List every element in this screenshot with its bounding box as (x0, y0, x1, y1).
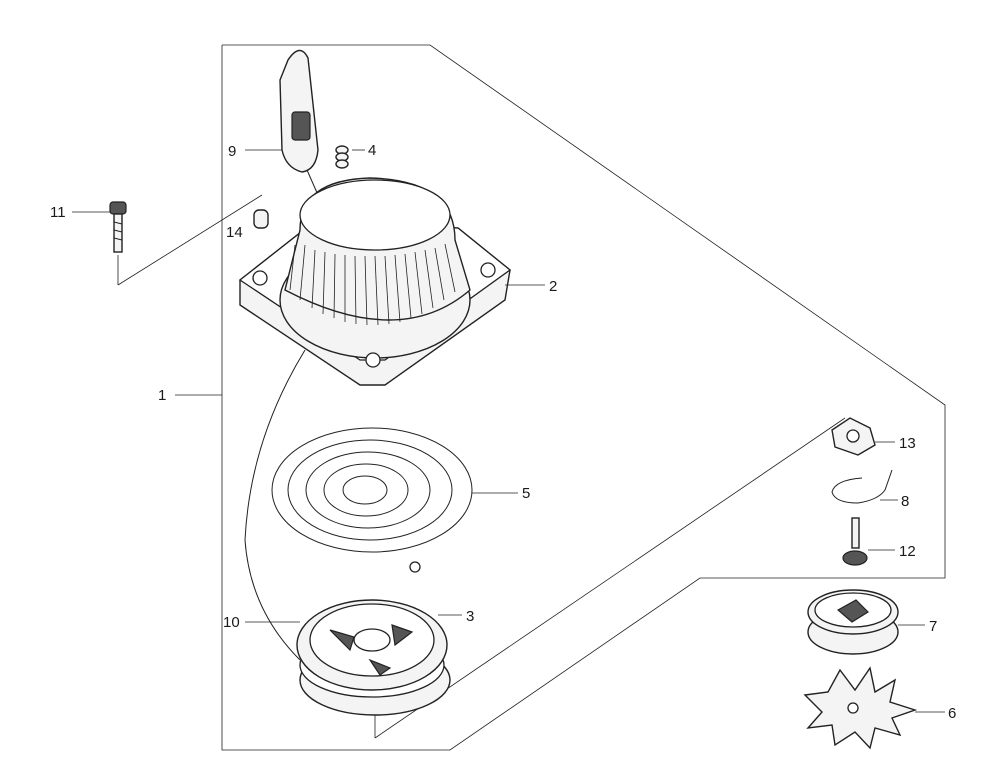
leader-lines (72, 149, 945, 713)
ratchet-cup (807, 589, 899, 655)
callout-3: 3 (466, 608, 474, 625)
starter-grip (279, 49, 319, 196)
callout-7: 7 (929, 618, 937, 635)
callout-1: 1 (158, 387, 166, 404)
callout-4: 4 (368, 142, 376, 159)
starter-rope (244, 349, 306, 661)
starter-reel (296, 599, 451, 716)
callout-12: 12 (899, 543, 916, 560)
exploded-guide-line-2 (117, 194, 263, 286)
callout-2: 2 (549, 278, 557, 295)
collar (253, 209, 269, 229)
callout-6: 6 (948, 705, 956, 722)
assembly-boundary (221, 44, 946, 751)
recoil-spring (271, 427, 473, 573)
callout-14: 14 (226, 224, 243, 241)
callout-9: 9 (228, 143, 236, 160)
starter-case (238, 177, 512, 386)
callout-10: 10 (223, 614, 240, 631)
callout-8: 8 (901, 493, 909, 510)
grip-spring (335, 145, 349, 169)
exploded-guide-lines (374, 417, 846, 739)
friction-spring (831, 469, 893, 504)
flange-bolt (109, 201, 127, 253)
starter-pulley-pawl (803, 666, 918, 750)
callout-11: 11 (50, 204, 66, 221)
set-screw (842, 517, 868, 566)
callout-13: 13 (899, 435, 916, 452)
ratchet-guide (831, 417, 876, 456)
callout-5: 5 (522, 485, 530, 502)
